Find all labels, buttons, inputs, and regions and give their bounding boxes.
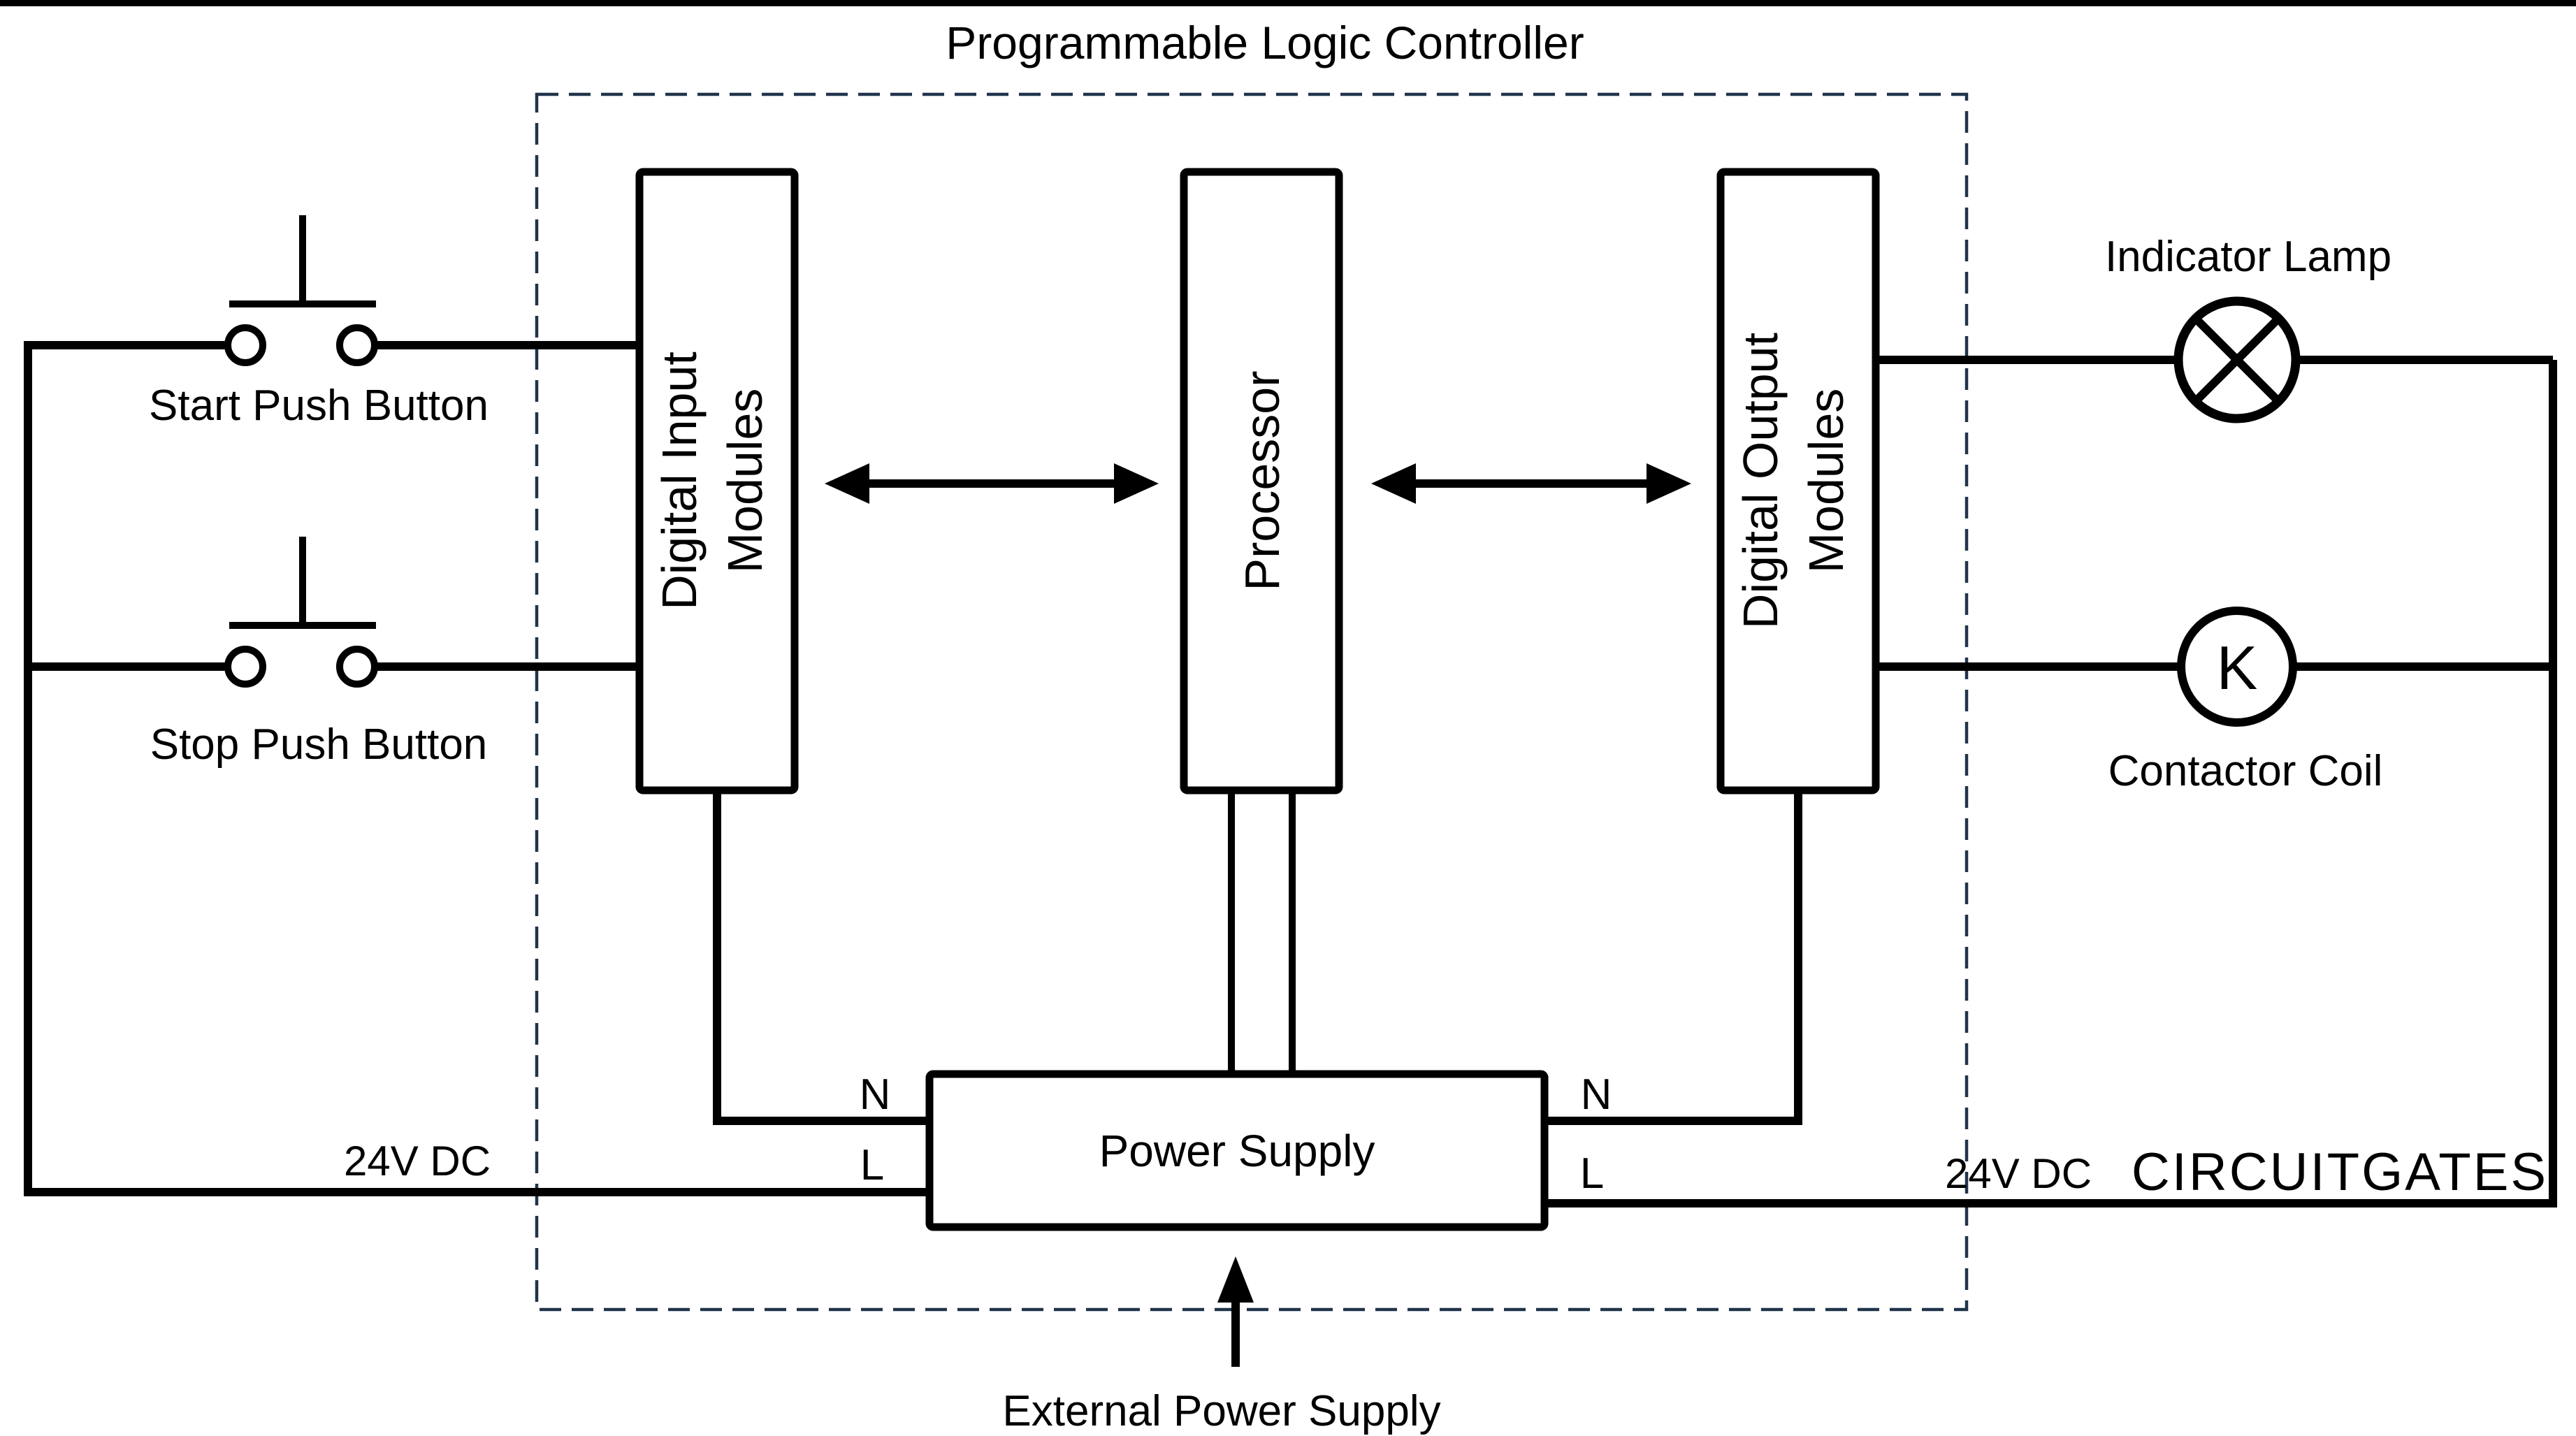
arrow-right-head (1647, 463, 1691, 504)
arrow-left-head (825, 463, 869, 504)
processor-block: Processor (1180, 168, 1343, 795)
power-supply-box (925, 1070, 1549, 1231)
stop-push-button-symbol (224, 537, 639, 688)
stop-push-button-label: Stop Push Button (150, 720, 488, 769)
processor-label: Processor (1235, 370, 1289, 590)
indicator-lamp-symbol (1876, 296, 2553, 423)
arrow-left-head (1371, 463, 1416, 504)
plc-boundary-dashed-box (535, 92, 1969, 1312)
stop-button-contact-right (336, 646, 378, 688)
coil-circle (2177, 607, 2297, 727)
input-supply-voltage-label: 24V DC (344, 1138, 491, 1184)
start-push-button-symbol (224, 215, 639, 366)
diagram-title: Programmable Logic Controller (946, 17, 1584, 68)
input-module-neutral-wire (713, 790, 929, 1125)
output-module-neutral-wire (1544, 790, 1802, 1125)
indicator-lamp-label: Indicator Lamp (2105, 233, 2392, 281)
power-supply-output-line-terminal: L (1580, 1149, 1604, 1198)
power-supply-block: Power Supply (925, 1070, 1549, 1231)
right-rail-and-line-wire (1544, 360, 2557, 1207)
start-button-contact-left (224, 324, 266, 366)
power-supply-output-neutral-terminal: N (1581, 1071, 1612, 1119)
digital-input-modules-label-line1: Digital Input (652, 351, 707, 610)
start-push-button-label: Start Push Button (149, 382, 489, 430)
lamp-cross-line-2 (2192, 315, 2282, 405)
start-button-contact-right (336, 324, 378, 366)
processor-output-bus-arrow (1371, 463, 1691, 504)
digital-output-modules-label-line1: Digital Output (1733, 333, 1788, 629)
stop-button-contact-left (224, 646, 266, 688)
digital-input-modules-block: Digital Input Modules (635, 168, 799, 795)
external-power-arrow (1217, 1256, 1254, 1367)
contactor-coil-symbol: K (1876, 607, 2553, 727)
left-rail-and-line-wire (24, 341, 929, 1196)
digital-input-modules-label-line2: Modules (718, 389, 772, 574)
arrow-right-head (1114, 463, 1159, 504)
digital-output-modules-block: Digital Output Modules (1716, 168, 1880, 795)
input-processor-bus-arrow (825, 463, 1159, 504)
output-supply-voltage-label: 24V DC (1945, 1150, 2092, 1197)
power-supply-label: Power Supply (1099, 1126, 1375, 1176)
processor-box (1180, 168, 1343, 795)
external-power-supply-label: External Power Supply (1002, 1387, 1440, 1435)
power-supply-input-neutral-terminal: N (860, 1071, 891, 1119)
contactor-coil-letter: K (2217, 633, 2258, 702)
external-arrow-up-head (1217, 1256, 1254, 1303)
contactor-coil-label: Contactor Coil (2108, 747, 2383, 795)
circuitgates-watermark: CIRCUITGATES (2132, 1143, 2548, 1202)
power-supply-input-line-terminal: L (860, 1141, 884, 1189)
digital-output-modules-label-line2: Modules (1799, 389, 1853, 574)
page-top-border (0, 0, 2576, 6)
